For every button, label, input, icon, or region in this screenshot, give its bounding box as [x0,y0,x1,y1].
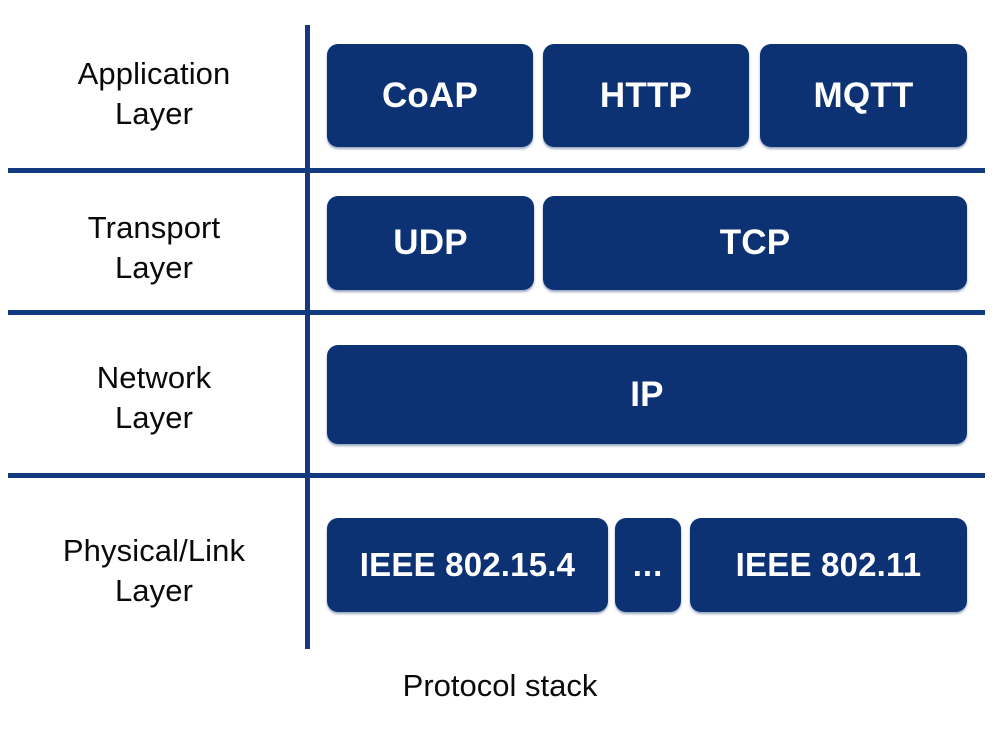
layer-divider-application-transport [8,168,985,173]
protocol-box-ip[interactable]: IP [327,345,967,444]
protocol-box-mqtt[interactable]: MQTT [760,44,967,147]
protocol-box-tcp[interactable]: TCP [543,196,967,290]
layer-label-transport-line2: Layer [114,249,194,285]
column-divider-line [305,25,310,649]
layer-divider-transport-network [8,310,985,315]
protocol-box-ieee-802-11[interactable]: IEEE 802.11 [690,518,967,612]
layer-label-application-line2: Layer [114,95,194,131]
protocol-box-http[interactable]: HTTP [543,44,749,147]
layer-label-application-line1: Application [77,56,231,91]
layer-label-transport-line1: Transport [87,210,221,245]
layer-label-network-line1: Network [96,360,212,395]
layer-label-physical-link-line2: Layer [114,572,194,608]
layer-label-application: Application Layer [8,54,300,133]
protocol-box-coap[interactable]: CoAP [327,44,533,147]
layer-label-transport: Transport Layer [8,208,300,287]
figure-caption: Protocol stack [402,668,598,703]
protocol-box-ieee-802-15-4[interactable]: IEEE 802.15.4 [327,518,608,612]
layer-label-physical-link-line1: Physical/Link [62,533,246,568]
layer-label-network: Network Layer [8,358,300,437]
layer-label-network-line2: Layer [114,399,194,435]
protocol-box-ellipsis[interactable]: ... [615,518,681,612]
protocol-box-udp[interactable]: UDP [327,196,534,290]
layer-label-physical-link: Physical/Link Layer [8,531,300,610]
layer-divider-network-physical [8,473,985,478]
